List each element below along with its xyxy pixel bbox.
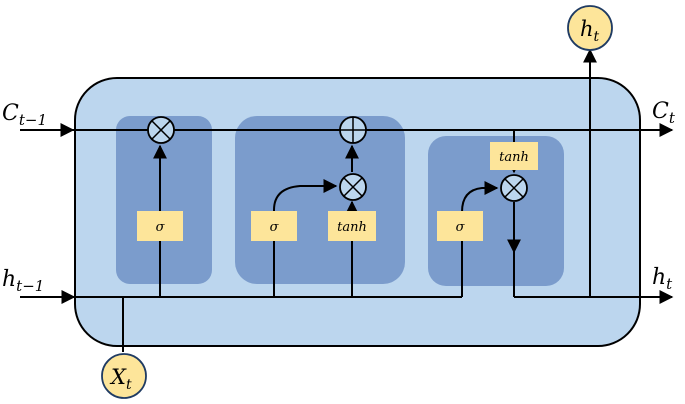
h-output-node: ht [567, 5, 613, 51]
input-sigma-curve [273, 179, 338, 297]
svg-text:σ: σ [456, 220, 466, 235]
output-sigma-box: σ [437, 211, 483, 241]
svg-text:ht: ht [580, 17, 600, 45]
input-multiply-op [339, 173, 367, 201]
svg-text:Xt: Xt [109, 365, 132, 393]
svg-text:σ: σ [270, 220, 280, 235]
h-prev-label: ht−1 [2, 267, 44, 295]
input-tanh-box: tanh [328, 211, 376, 241]
forget-gate-region [116, 116, 212, 284]
svg-text:σ: σ [156, 220, 166, 235]
c-prev-label: Ct−1 [2, 101, 47, 129]
x-input-node: Xt [101, 353, 147, 399]
h-out-label: ht [652, 265, 673, 293]
output-tanh-box: tanh [490, 142, 538, 170]
forget-multiply-op [147, 116, 175, 144]
output-multiply-op [500, 174, 528, 202]
forget-sigma-box: σ [137, 211, 183, 241]
svg-text:tanh: tanh [499, 150, 529, 165]
svg-text:tanh: tanh [337, 220, 367, 235]
input-gate-region [235, 116, 405, 284]
cell-add-op [339, 116, 367, 144]
input-sigma-box: σ [251, 211, 297, 241]
c-out-label: Ct [652, 99, 676, 127]
